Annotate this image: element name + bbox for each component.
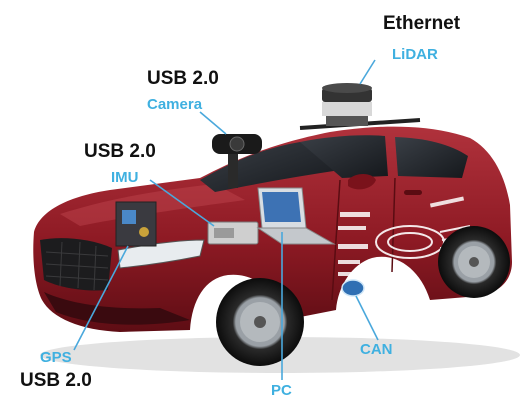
ethernet-interface-label: Ethernet [383, 13, 461, 34]
front-grille [40, 238, 112, 291]
leader-imu [149, 179, 215, 227]
pc-label: PC [271, 382, 292, 399]
car [33, 126, 513, 366]
leader-lines [73, 59, 379, 380]
lidar-device [322, 83, 372, 126]
imu-label: IMU [111, 169, 139, 186]
leader-lidar [359, 59, 376, 85]
grille-mesh [45, 241, 109, 291]
imu-interface-label: USB 2.0 [84, 141, 156, 162]
camera-interface-label: USB 2.0 [147, 68, 219, 89]
front-wheel [216, 278, 304, 366]
front-bumper [44, 292, 190, 325]
can-device [341, 279, 365, 297]
rear-side-window [395, 137, 468, 178]
leader-can [355, 295, 379, 341]
rear-wheel [438, 226, 510, 298]
lidar-label: LiDAR [392, 46, 438, 63]
gps-interface-label: USB 2.0 [20, 370, 92, 391]
front-side-window [300, 135, 388, 178]
side-mirror [348, 174, 376, 190]
gps-device [115, 201, 157, 247]
gps-label: GPS [40, 349, 72, 366]
imu-device [207, 221, 259, 245]
sponsor-decals [338, 196, 465, 276]
door-line-front [331, 179, 341, 301]
pc-device [256, 187, 336, 245]
leader-camera [199, 111, 227, 135]
can-label: CAN [360, 341, 393, 358]
camera-device [212, 134, 262, 188]
leader-gps [73, 245, 129, 351]
camera-label: Camera [147, 96, 203, 113]
door-handle [404, 190, 422, 195]
